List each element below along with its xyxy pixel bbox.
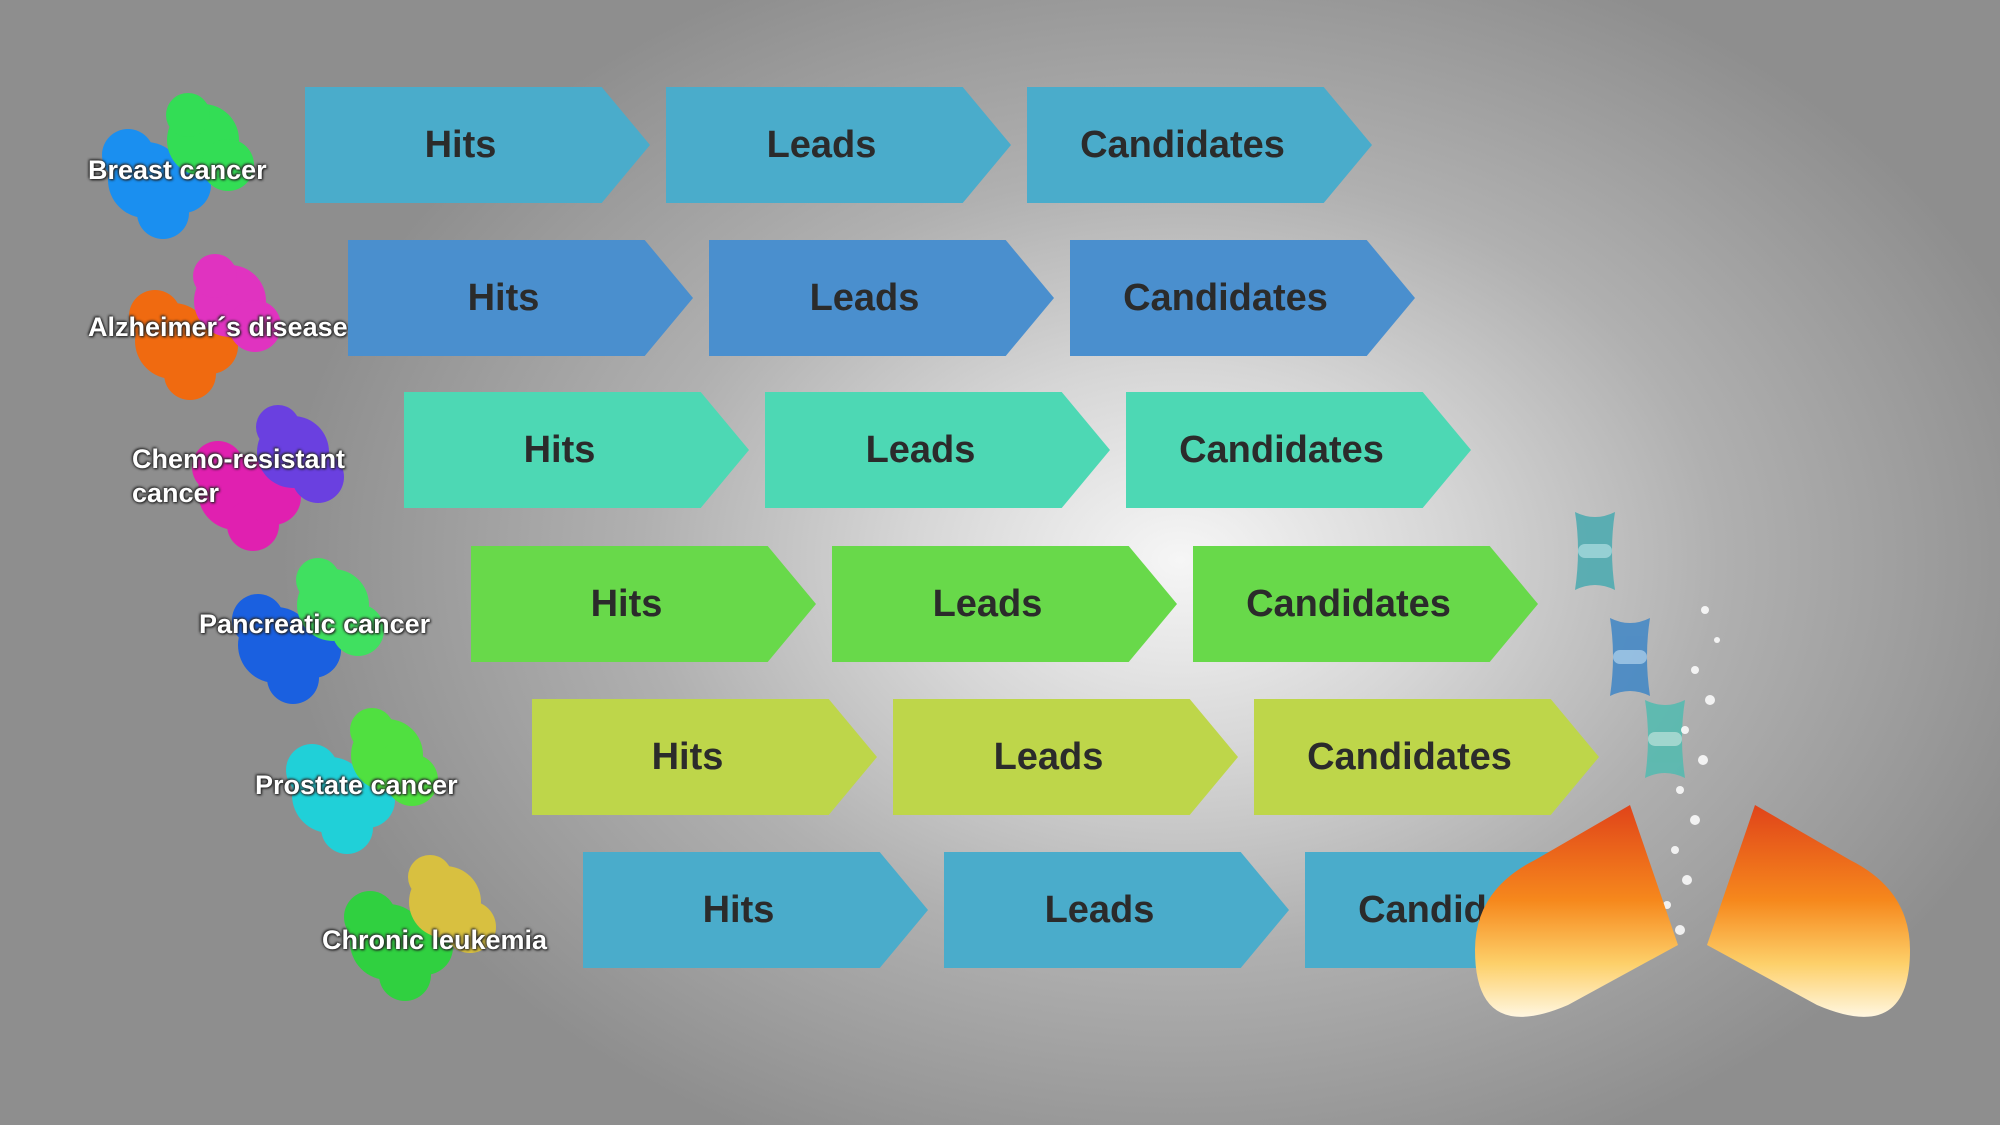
stage-chevron-hits: Hits <box>404 392 749 508</box>
protein-lobe-b <box>296 558 384 656</box>
disease-label: Chemo-resistant cancer <box>132 444 346 508</box>
protein-structure-icon <box>272 700 452 860</box>
stage-chevron-candidates: Candidates <box>1254 699 1599 815</box>
particle-stream <box>1663 606 1720 935</box>
stage-label: Leads <box>993 735 1104 778</box>
pipeline-row-alzheimers-disease: Alzheimer´s disease Hits Leads Candidate… <box>0 238 2000 438</box>
protein-lobe-b <box>256 405 344 503</box>
stage-label: Hits <box>467 276 540 319</box>
protein-lobe-b <box>193 254 281 352</box>
stage-label: Leads <box>865 428 976 471</box>
disease-label: Pancreatic cancer <box>199 609 431 639</box>
stage-chevron-hits: Hits <box>532 699 877 815</box>
disease-label: Breast cancer <box>88 155 267 185</box>
stage-chevron-leads: Leads <box>709 240 1054 356</box>
stage-chevron-hits: Hits <box>583 852 928 968</box>
stage-label: Hits <box>590 582 663 625</box>
capsule-illustration <box>1455 500 1955 1080</box>
stage-label: Leads <box>1044 888 1155 931</box>
stage-chevron-leads: Leads <box>765 392 1110 508</box>
stage-chevron-candidates: Candidates <box>1126 392 1471 508</box>
stage-chevron-hits: Hits <box>305 87 650 203</box>
protein-structure-icon <box>88 85 268 245</box>
receptor-icon <box>1575 512 1615 590</box>
stage-chevron-candidates: Candidates <box>1193 546 1538 662</box>
protein-lobe-a <box>129 290 238 400</box>
pipeline-row-chemo-resistant-cancer: Chemo-resistant cancer Hits Leads Candid… <box>0 392 2000 592</box>
stage-chevron-candidates: Candidates <box>1027 87 1372 203</box>
pipeline-row-breast-cancer: Breast cancer Hits Leads Candidates <box>0 85 2000 285</box>
stage-label: Hits <box>424 123 497 166</box>
stage-chevron-leads: Leads <box>666 87 1011 203</box>
capsule-right-half <box>1707 805 1910 1017</box>
protein-structure-icon <box>115 246 295 406</box>
stage-label: Candidates <box>1080 123 1285 166</box>
stage-label: Hits <box>651 735 724 778</box>
stage-label: Leads <box>766 123 877 166</box>
protein-structure-icon <box>330 847 510 1007</box>
stage-label: Candidates <box>1123 276 1328 319</box>
stage-chevron-leads: Leads <box>893 699 1238 815</box>
stage-chevron-hits: Hits <box>348 240 693 356</box>
protein-lobe-b <box>408 855 496 953</box>
disease-label: Chronic leukemia <box>322 925 548 955</box>
receptor-icon <box>1610 618 1650 696</box>
stage-chevron-hits: Hits <box>471 546 816 662</box>
stage-label: Hits <box>702 888 775 931</box>
protein-lobe-b <box>166 93 254 191</box>
capsule-left-half <box>1475 805 1678 1017</box>
protein-lobe-b <box>350 708 438 806</box>
disease-label: Prostate cancer <box>255 770 458 800</box>
stage-label: Candidates <box>1246 582 1451 625</box>
stage-label: Leads <box>932 582 1043 625</box>
pipeline-row-prostate-cancer: Prostate cancer Hits Leads Candidates <box>0 698 2000 898</box>
stage-chevron-leads: Leads <box>832 546 1177 662</box>
stage-label: Hits <box>523 428 596 471</box>
stage-chevron-leads: Leads <box>944 852 1289 968</box>
protein-lobe-a <box>102 129 211 239</box>
stage-chevron-candidates: Candidates <box>1070 240 1415 356</box>
protein-structure-icon <box>178 397 358 557</box>
protein-lobe-a <box>232 594 341 704</box>
stage-label: Candidates <box>1307 735 1512 778</box>
pipeline-row-pancreatic-cancer: Pancreatic cancer Hits Leads Candidates <box>0 545 2000 745</box>
protein-structure-icon <box>218 550 398 710</box>
receptor-icon <box>1645 700 1685 778</box>
disease-label: Alzheimer´s disease <box>88 312 348 342</box>
stage-label: Candidates <box>1179 428 1384 471</box>
stage-label: Leads <box>809 276 920 319</box>
